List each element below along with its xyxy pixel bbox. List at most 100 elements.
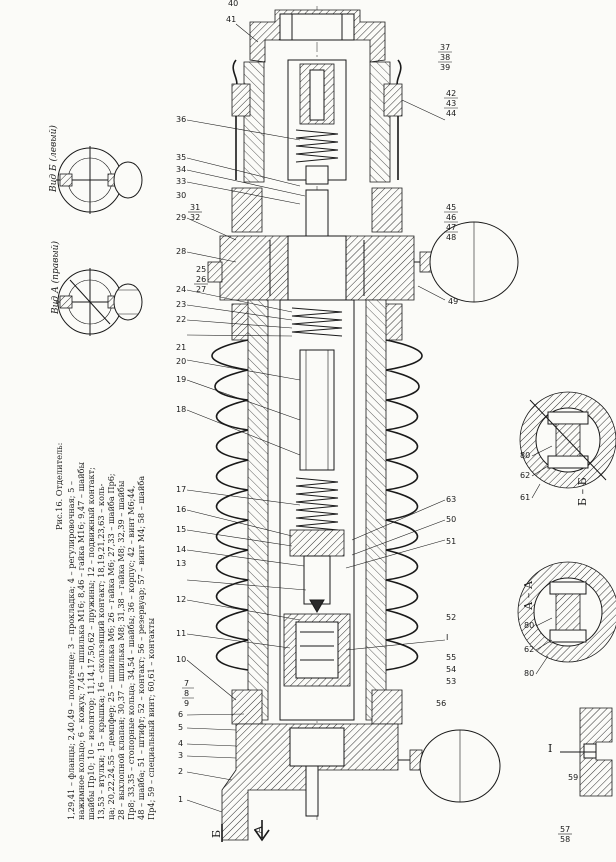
caption-line-9: Пр4; 59 – специальный винт; 60,61 – конт… xyxy=(146,617,156,820)
label-16: 16 xyxy=(176,505,186,514)
main-assembly: А Б xyxy=(207,6,519,842)
view-b: Вид Б (левый) xyxy=(48,125,143,214)
upper-insulator xyxy=(232,59,402,185)
label-63: 63 xyxy=(446,495,456,504)
label-17: 17 xyxy=(176,485,186,494)
detail-i: I xyxy=(548,707,613,797)
label-29: 29 xyxy=(176,213,186,222)
caption-line-7: Пр8; 33,35 – стопорные кольца; 34,54 – ш… xyxy=(126,486,136,820)
section-bb: Б – Б 80 62 61 xyxy=(519,391,616,506)
label-24: 24 xyxy=(176,285,186,294)
label-4: 4 xyxy=(178,739,183,748)
section-aa: А – А 80 62 80 xyxy=(517,561,616,678)
caption-line-2: нажимное кольцо; 6 – кожух; 7,45 – шпиль… xyxy=(76,462,86,820)
label-34: 34 xyxy=(176,165,186,174)
stack-26-27: 26 27 xyxy=(194,275,208,294)
label-21: 21 xyxy=(176,343,186,352)
label-12: 12 xyxy=(176,595,186,604)
lower-clamp-right xyxy=(371,689,403,725)
reservoir-middle xyxy=(414,221,519,303)
bottom-flange xyxy=(221,723,399,841)
exhaust-valve xyxy=(207,261,223,283)
reservoir-bottom xyxy=(398,729,501,803)
svg-text:43: 43 xyxy=(446,99,456,108)
label-13: 13 xyxy=(176,559,186,568)
svg-text:39: 39 xyxy=(440,63,450,72)
label-10: 10 xyxy=(176,655,186,664)
section-aa-title: А – А xyxy=(522,580,535,610)
upper-clamp-right xyxy=(383,83,403,117)
view-a: Вид А (правый) xyxy=(50,241,143,336)
view-a-title: Вид А (правый) xyxy=(50,241,61,315)
label-6: 6 xyxy=(178,710,183,719)
label-52: 52 xyxy=(446,613,456,622)
stack-37-38-39: 37 38 39 xyxy=(438,43,452,72)
svg-text:8: 8 xyxy=(184,689,189,698)
label-15: 15 xyxy=(176,525,186,534)
detail-i-title: I xyxy=(548,742,552,755)
section-bb-title: Б – Б xyxy=(576,477,589,506)
caption-line-3: шайбы Пр10; 10 – изолятор; 11,14,17,50,6… xyxy=(86,467,96,820)
stack-57-58: 57 58 xyxy=(558,825,572,844)
lower-clamp-left xyxy=(231,689,263,725)
stack-45-48: 45 46 47 48 xyxy=(444,203,458,242)
label-14: 14 xyxy=(176,545,186,554)
svg-text:9: 9 xyxy=(184,699,189,708)
caption-line-5: ца; 20,22,24,55 – демпфер; 25 – шпилька … xyxy=(106,473,116,820)
caption-title: Рис.16. Отделитель: xyxy=(54,443,64,530)
label-18: 18 xyxy=(176,405,186,414)
label-56: 56 xyxy=(436,699,446,708)
section-arrows: А Б xyxy=(210,820,270,842)
lower-insulator xyxy=(211,299,423,721)
label-61-bb: 62 xyxy=(520,471,530,480)
label-53: 53 xyxy=(446,677,456,686)
label-62-aa: 80 xyxy=(524,621,534,630)
caption-line-8: 48 – шайба; 51 – штифт; 52 – контакт; 56… xyxy=(136,476,146,820)
label-55: 55 xyxy=(446,653,456,662)
svg-text:42: 42 xyxy=(446,89,456,98)
label-11: 11 xyxy=(176,629,186,638)
label-51: 51 xyxy=(446,537,456,546)
leader-lines xyxy=(186,23,446,813)
caption-line-4: 13,53 – втулки; 15 – крышка; 16 – скольз… xyxy=(96,483,106,820)
svg-text:38: 38 xyxy=(440,53,450,62)
arrow-a-label: А xyxy=(252,825,265,834)
svg-text:32: 32 xyxy=(190,213,200,222)
label-5: 5 xyxy=(178,723,183,732)
label-35: 35 xyxy=(176,153,186,162)
label-22: 22 xyxy=(176,315,186,324)
label-54: 54 xyxy=(446,665,456,674)
label-50: 50 xyxy=(446,515,456,524)
label-19: 19 xyxy=(176,375,186,384)
label-60-bb: 61 xyxy=(520,493,530,502)
svg-text:47: 47 xyxy=(446,223,456,232)
caption-block: Рис.16. Отделитель: 1,29,41 – фланцы; 2,… xyxy=(54,443,156,820)
svg-text:58: 58 xyxy=(560,835,570,844)
part-numbers: 41 40 36 35 34 33 30 29 28 25 24 23 22 2… xyxy=(176,0,578,844)
label-2: 2 xyxy=(178,767,183,776)
label-49: 49 xyxy=(448,297,458,306)
svg-text:26: 26 xyxy=(196,275,206,284)
label-61-aa: 62 xyxy=(524,645,534,654)
upper-clamp-left xyxy=(231,83,251,117)
svg-text:48: 48 xyxy=(446,233,456,242)
label-23: 23 xyxy=(176,300,186,309)
label-I: I xyxy=(446,633,448,642)
svg-text:46: 46 xyxy=(446,213,456,222)
svg-text:31: 31 xyxy=(190,203,200,212)
middle-flange xyxy=(219,187,415,341)
svg-text:45: 45 xyxy=(446,203,456,212)
top-flange xyxy=(249,9,386,63)
svg-text:44: 44 xyxy=(446,109,456,118)
caption-line-6: 28 – выхлопной клапан; 30,37 – шпилька М… xyxy=(116,480,126,820)
svg-text:27: 27 xyxy=(196,285,206,294)
label-30: 30 xyxy=(176,191,186,200)
arrow-b-label: Б xyxy=(210,830,223,838)
label-59: 59 xyxy=(568,773,578,782)
view-b-title: Вид Б (левый) xyxy=(48,125,59,193)
svg-text:57: 57 xyxy=(560,825,570,834)
stack-7-8-9: 7 8 9 xyxy=(182,679,194,708)
label-40: 40 xyxy=(228,0,238,8)
